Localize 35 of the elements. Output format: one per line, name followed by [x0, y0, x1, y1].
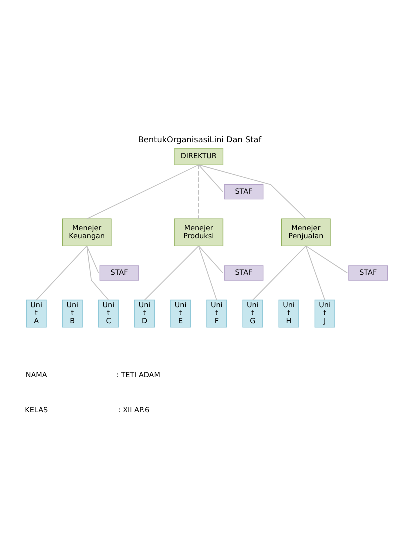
connector — [198, 164, 224, 192]
diagram-title: BentukOrganisasiLini Dan Staf — [138, 134, 262, 144]
node-box: Uni t F — [206, 299, 228, 328]
node-box: STAF — [348, 265, 388, 280]
connector — [306, 245, 348, 274]
node-box: DIREKTUR — [174, 148, 224, 165]
node-box: Uni t H — [278, 299, 300, 328]
node-box: Uni t J — [314, 299, 336, 328]
node-box: Uni t D — [134, 299, 156, 328]
connector — [198, 245, 218, 300]
label: : TETI ADAM — [116, 370, 160, 379]
connector — [144, 245, 200, 300]
connector — [252, 245, 307, 300]
connector — [86, 245, 110, 300]
node-box: STAF — [100, 265, 140, 280]
node-box: Uni t C — [98, 299, 119, 328]
connector — [36, 245, 88, 300]
node-box: Uni t A — [26, 299, 47, 328]
connector — [86, 245, 100, 274]
connector — [306, 245, 326, 300]
node-box: Menejer Penjualan — [281, 218, 331, 246]
node-box: Uni t G — [242, 299, 264, 328]
node-box: Uni t B — [62, 299, 83, 328]
connector — [86, 164, 200, 220]
label: KELAS — [25, 404, 48, 414]
node-box: Menejer Keuangan — [62, 218, 112, 246]
node-box: Uni t E — [170, 299, 192, 328]
connector — [198, 164, 200, 220]
label: : XII AP.6 — [118, 404, 150, 414]
connector — [198, 164, 307, 220]
node-box: STAF — [224, 184, 264, 200]
connector — [198, 245, 224, 274]
node-box: STAF — [224, 265, 264, 280]
label: NAMA — [26, 370, 48, 379]
node-box: Menejer Produksi — [174, 218, 224, 246]
